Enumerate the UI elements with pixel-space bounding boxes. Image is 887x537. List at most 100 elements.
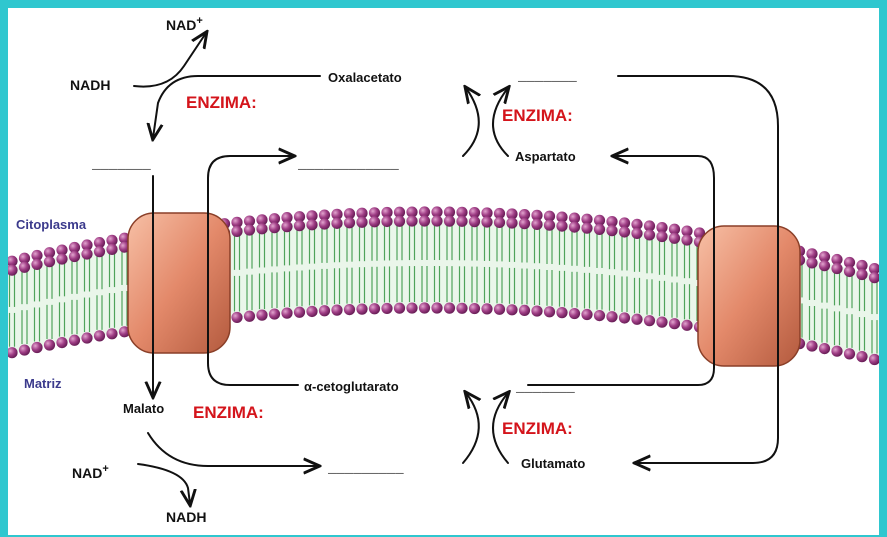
lipid-head	[644, 315, 655, 326]
blank-cytosol-left: _______	[91, 157, 151, 173]
lipid-head	[594, 224, 605, 235]
lipid-head	[531, 219, 542, 230]
lipid-head	[581, 309, 592, 320]
lipid-head	[656, 231, 667, 242]
arrow-nad-to-nadh-bottom	[138, 464, 190, 504]
lipid-head	[231, 226, 242, 237]
lipid-head	[444, 216, 455, 227]
lipid-head	[244, 311, 255, 322]
lipid-head	[819, 260, 830, 271]
lipid-head	[31, 259, 42, 270]
lipid-head	[594, 310, 605, 321]
lipid-head	[469, 216, 480, 227]
malate-alpha-ketoglutarate-transporter	[128, 213, 230, 353]
lipid-head	[306, 219, 317, 230]
lipid-head	[281, 308, 292, 319]
lipid-head	[556, 221, 567, 232]
arrow-malato-to-bottom-blank	[148, 433, 318, 466]
lipid-head	[544, 306, 555, 317]
lipid-head	[56, 253, 67, 264]
lipid-head	[106, 244, 117, 255]
lipid-head	[256, 310, 267, 321]
label-enzima-cytosol-right: ENZIMA:	[502, 106, 573, 125]
lipid-head	[369, 216, 380, 227]
lipid-head	[81, 248, 92, 259]
lipid-head	[94, 330, 105, 341]
lipid-head	[444, 303, 455, 314]
lipid-head	[406, 302, 417, 313]
label-glutamato: Glutamato	[521, 456, 585, 471]
lipid-head	[394, 216, 405, 227]
lipid-head	[281, 221, 292, 232]
lipid-head	[31, 342, 42, 353]
lipid-head	[344, 217, 355, 228]
lipid-head	[456, 216, 467, 227]
lipid-head	[319, 305, 330, 316]
lipid-head	[806, 340, 817, 351]
lipid-head	[619, 226, 630, 237]
label-malato: Malato	[123, 401, 164, 416]
lipid-head	[856, 269, 867, 280]
lipid-head	[494, 304, 505, 315]
lipid-head	[269, 222, 280, 233]
lipid-head	[544, 220, 555, 231]
lipid-head	[469, 303, 480, 314]
lipid-head	[369, 303, 380, 314]
blank-top-right: _______	[517, 69, 577, 85]
lipid-head	[494, 217, 505, 228]
lipid-head	[19, 262, 30, 273]
lipid-head	[94, 246, 105, 257]
lipid-head	[656, 317, 667, 328]
lipid-head	[531, 305, 542, 316]
lipid-head	[44, 339, 55, 350]
lipid-head	[556, 307, 567, 318]
lipid-head	[481, 303, 492, 314]
lipid-head	[344, 304, 355, 315]
blank-matrix-right: _______	[515, 380, 575, 396]
lipid-head	[481, 216, 492, 227]
lipid-head	[356, 217, 367, 228]
lipid-head	[569, 221, 580, 232]
lipid-head	[606, 225, 617, 236]
lipid-head	[819, 343, 830, 354]
lipid-head	[19, 344, 30, 355]
arrow-transamination-top-left	[463, 88, 479, 156]
label-aspartato: Aspartato	[515, 149, 576, 164]
malate-aspartate-shuttle-diagram: NAD+ NADH ENZIMA: Oxalacetato _______ EN…	[8, 8, 879, 535]
lipid-head	[56, 337, 67, 348]
lipid-head	[569, 308, 580, 319]
lipid-head	[806, 257, 817, 268]
lipid-head	[431, 215, 442, 226]
lipid-head	[294, 307, 305, 318]
blank-cytosol-center: ____________	[297, 157, 399, 173]
lipid-head	[306, 306, 317, 317]
lipid-head	[394, 303, 405, 314]
lipid-head	[631, 314, 642, 325]
label-enzima-matrix-left: ENZIMA:	[193, 403, 264, 422]
label-enzima-matrix-right: ENZIMA:	[502, 419, 573, 438]
label-citoplasma: Citoplasma	[16, 217, 87, 232]
lipid-head	[106, 328, 117, 339]
label-nadh-bottom: NADH	[166, 509, 206, 525]
lipid-head	[519, 218, 530, 229]
lipid-head	[606, 311, 617, 322]
lipid-head	[581, 223, 592, 234]
label-oxalacetato: Oxalacetato	[328, 70, 402, 85]
arrow-transamination-bottom-left	[463, 393, 479, 463]
lipid-head	[256, 223, 267, 234]
label-nadh-top: NADH	[70, 77, 110, 93]
lipid-head	[519, 305, 530, 316]
lipid-head	[319, 218, 330, 229]
lipid-head	[431, 302, 442, 313]
lipid-head	[381, 303, 392, 314]
lipid-head	[356, 304, 367, 315]
lipid-head	[681, 234, 692, 245]
lipid-head	[831, 346, 842, 357]
label-alfa-cetoglutarato: α-cetoglutarato	[304, 379, 399, 394]
lipid-head	[456, 303, 467, 314]
label-nad-plus-bottom: NAD+	[72, 463, 109, 481]
lipid-head	[419, 215, 430, 226]
lipid-head	[381, 216, 392, 227]
lipid-head	[844, 348, 855, 359]
lipid-head	[844, 266, 855, 277]
